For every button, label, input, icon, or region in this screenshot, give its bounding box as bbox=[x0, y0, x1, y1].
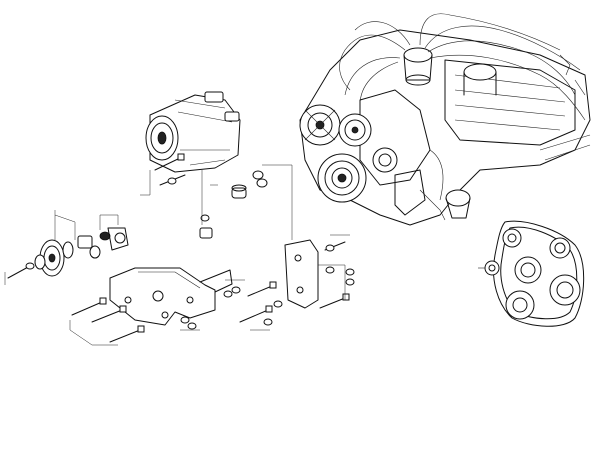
compressor-bolt-set bbox=[140, 153, 186, 196]
compressor-mounting-bracket bbox=[109, 267, 233, 326]
spacer-nut-set bbox=[199, 164, 293, 240]
engine-block bbox=[299, 13, 591, 226]
idler-pulley-assembly bbox=[4, 210, 129, 285]
ac-compressor bbox=[145, 91, 241, 173]
middle-hardware-set bbox=[223, 279, 283, 331]
bracket-bolt-set bbox=[69, 297, 200, 346]
serpentine-belt-layout bbox=[478, 220, 585, 327]
support-plate bbox=[284, 234, 355, 309]
